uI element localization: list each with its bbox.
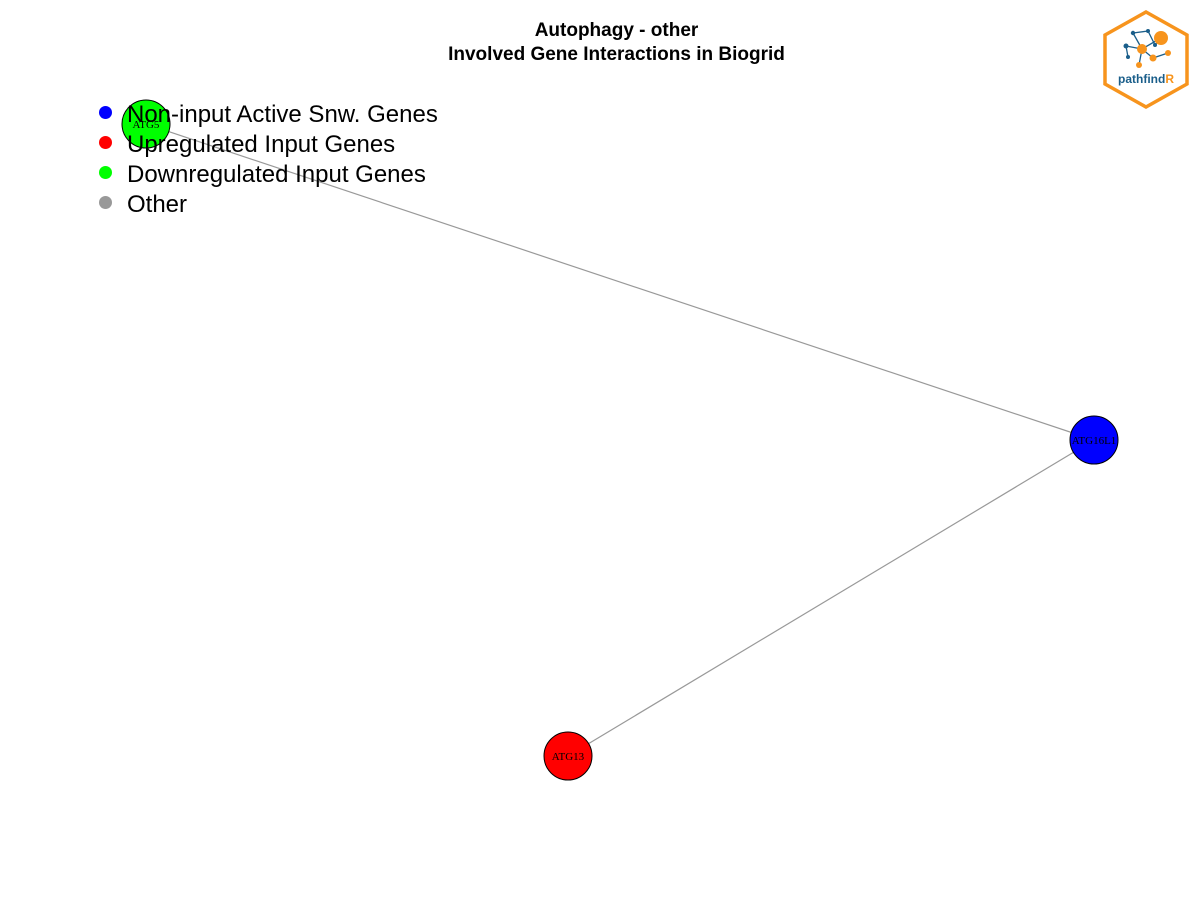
edges-layer (145, 123, 1095, 757)
title-line-2: Involved Gene Interactions in Biogrid (448, 44, 785, 65)
node-atg5: ATG5 (121, 99, 171, 149)
node-circle (1069, 415, 1119, 465)
node-label: ATG16L1 (1072, 435, 1117, 447)
node-label: ATG13 (552, 751, 585, 763)
plot-title: Autophagy - other Involved Gene Interact… (0, 19, 1200, 67)
pathfindr-logo: pathfindR (1103, 9, 1189, 110)
node-atg13: ATG13 (543, 731, 593, 781)
legend-label: Non-input Active Snw. Genes (127, 101, 438, 128)
edge-atg16l1-atg13 (567, 439, 1095, 757)
legend-dot-grey (99, 196, 112, 209)
node-label: ATG5 (133, 119, 160, 131)
logo-hexagon (1103, 9, 1189, 110)
logo-text-accent: R (1165, 72, 1174, 86)
legend-label: Upregulated Input Genes (127, 131, 396, 158)
edge-atg5-atg16l1 (145, 123, 1095, 441)
legend-dot-red (99, 136, 112, 149)
logo-text-main: pathfind (1118, 72, 1165, 86)
node-circle (121, 99, 171, 149)
logo-text: pathfindR (1118, 72, 1174, 86)
node-atg16l1: ATG16L1 (1069, 415, 1119, 465)
legend-dot-green (99, 166, 112, 179)
legend-label: Downregulated Input Genes (127, 161, 426, 188)
title-line-1: Autophagy - other (534, 20, 699, 41)
node-circle (543, 731, 593, 781)
legend-label: Other (127, 191, 188, 218)
legend-dot-blue (99, 106, 112, 119)
logo-network-nodes (1123, 29, 1171, 68)
